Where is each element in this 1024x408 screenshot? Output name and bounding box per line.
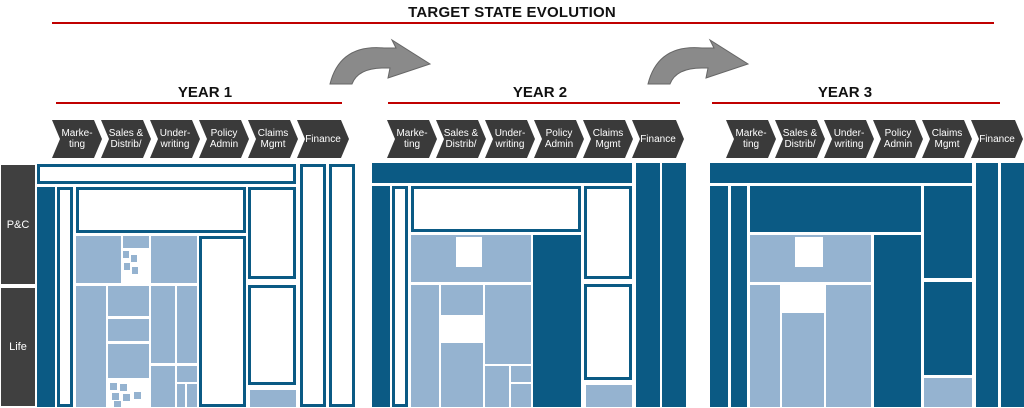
chevron-finance: Finance — [297, 120, 349, 158]
chevron-finance: Finance — [971, 120, 1023, 158]
capability-block — [123, 236, 149, 248]
capability-block — [372, 186, 390, 407]
capability-block — [134, 392, 141, 399]
capability-block — [662, 163, 686, 407]
capability-block — [441, 343, 483, 407]
chevron-sales-distrib: Sales & Distrib/ — [101, 120, 151, 158]
capability-block — [782, 313, 824, 407]
capability-block — [485, 366, 509, 407]
capability-block — [177, 384, 185, 407]
capability-block — [37, 164, 296, 184]
capability-block — [411, 186, 581, 232]
capability-block — [76, 286, 106, 407]
capability-block — [372, 163, 632, 183]
capability-block — [826, 285, 871, 407]
chevron-policy-admin: Policy Admin — [873, 120, 923, 158]
chevron-policy-admin: Policy Admin — [199, 120, 249, 158]
capability-block — [485, 285, 531, 364]
chevron-underwriting: Under- writing — [150, 120, 200, 158]
capability-block — [76, 236, 121, 283]
capability-block — [392, 186, 408, 407]
chevron-claims-mgmt: Claims Mgmt — [922, 120, 972, 158]
chevron-underwriting: Under- writing — [824, 120, 874, 158]
capability-block — [123, 251, 129, 258]
chevron-marketing: Marke- ting — [387, 120, 437, 158]
chevron-finance: Finance — [632, 120, 684, 158]
capability-block — [441, 285, 483, 315]
capability-block — [924, 186, 972, 278]
capability-block — [108, 286, 149, 316]
capability-block — [329, 164, 355, 407]
capability-block — [750, 285, 780, 407]
lob-life-label: Life — [1, 288, 35, 406]
capability-block — [177, 286, 197, 363]
chevron-sales-distrib: Sales & Distrib/ — [775, 120, 825, 158]
chevron-sales-distrib: Sales & Distrib/ — [436, 120, 486, 158]
chevron-underwriting: Under- writing — [485, 120, 535, 158]
year-3-rule — [712, 102, 1000, 104]
capability-block — [76, 187, 246, 233]
capability-block — [124, 263, 130, 270]
capability-block — [248, 187, 296, 279]
capability-block — [795, 237, 823, 267]
capability-block — [924, 378, 972, 407]
capability-block — [57, 187, 73, 407]
capability-block — [636, 163, 660, 407]
capability-block — [511, 366, 531, 382]
capability-block — [250, 390, 296, 407]
year-2-label: YEAR 2 — [512, 84, 568, 101]
capability-block — [120, 384, 127, 391]
capability-block — [976, 163, 998, 407]
capability-block — [114, 401, 121, 407]
capability-block — [131, 255, 137, 262]
capability-block — [112, 393, 119, 400]
title-rule — [52, 22, 994, 24]
chevron-marketing: Marke- ting — [726, 120, 776, 158]
capability-block — [199, 236, 246, 407]
chevron-claims-mgmt: Claims Mgmt — [248, 120, 298, 158]
capability-block — [456, 237, 482, 267]
capability-block — [151, 236, 197, 283]
page-title: TARGET STATE EVOLUTION — [408, 4, 616, 21]
capability-block — [586, 385, 632, 407]
capability-block — [108, 344, 149, 378]
capability-block — [710, 186, 728, 407]
capability-block — [151, 286, 175, 363]
curved-arrow-icon — [329, 38, 432, 85]
capability-block — [300, 164, 326, 407]
capability-block — [874, 235, 921, 407]
capability-block — [108, 319, 149, 341]
capability-block — [750, 186, 921, 232]
capability-block — [710, 163, 972, 183]
lob-pc-label: P&C — [1, 165, 35, 284]
capability-block — [177, 366, 197, 382]
year-1-label: YEAR 1 — [177, 84, 233, 101]
chevron-policy-admin: Policy Admin — [534, 120, 584, 158]
capability-block — [151, 366, 175, 407]
capability-block — [123, 394, 130, 401]
capability-block — [187, 384, 197, 407]
capability-block — [110, 383, 117, 390]
capability-block — [132, 267, 138, 274]
curved-arrow-icon — [647, 38, 750, 85]
capability-block — [731, 186, 747, 407]
capability-block — [248, 285, 296, 385]
chevron-marketing: Marke- ting — [52, 120, 102, 158]
year-1-rule — [56, 102, 342, 104]
capability-block — [411, 285, 439, 407]
capability-block — [533, 235, 581, 407]
chevron-claims-mgmt: Claims Mgmt — [583, 120, 633, 158]
year-3-label: YEAR 3 — [817, 84, 873, 101]
year-2-rule — [388, 102, 680, 104]
capability-block — [924, 282, 972, 375]
capability-block — [584, 186, 632, 279]
capability-block — [584, 284, 632, 380]
capability-block — [511, 384, 531, 407]
capability-block — [1001, 163, 1024, 407]
capability-block — [37, 187, 55, 407]
